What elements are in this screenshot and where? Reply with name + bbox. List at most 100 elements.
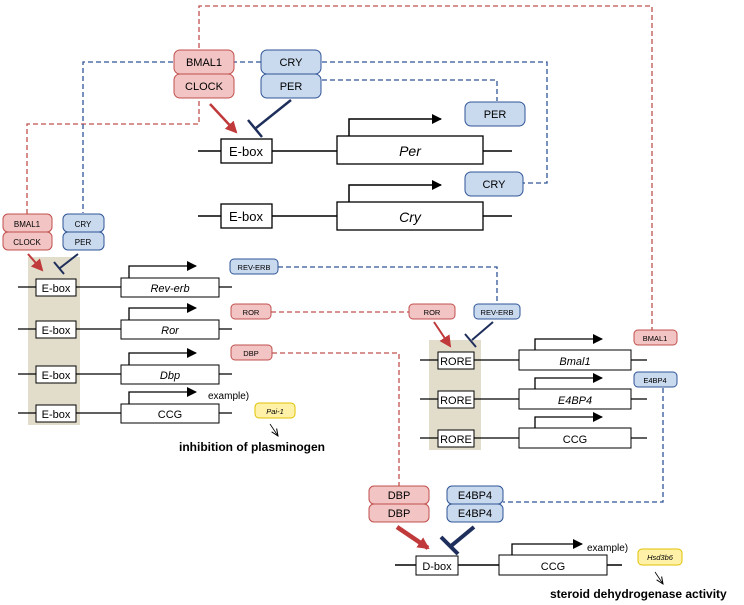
dbp-output-box: [230, 344, 273, 361]
e-box-cry: [220, 203, 273, 229]
per-box: [260, 73, 322, 99]
rev-erb-gene: [120, 277, 220, 298]
dbp-gene-label: Dbp: [160, 370, 180, 382]
cry-output-box: [464, 171, 524, 197]
rore-row1-label: RORE: [440, 356, 472, 368]
e-box-row2: [35, 320, 77, 339]
ccg-gene-right-label: CCG: [563, 434, 587, 446]
dbp-input-label-2: DBP: [388, 508, 411, 520]
rev-erb-line: [278, 266, 498, 303]
ccg-gene-right: [518, 427, 632, 449]
ror-output-label: ROR: [243, 308, 260, 317]
bmal1-output-label: BMAL1: [643, 334, 668, 343]
d-box: [415, 555, 459, 576]
clock-box: [173, 73, 235, 99]
transcription-arrow: [348, 180, 442, 202]
e4bp4-output-label: E4BP4: [643, 376, 666, 385]
rore-row3-label: RORE: [440, 434, 472, 446]
e4bp4-line: [503, 388, 664, 503]
e4bp4-gene: [518, 388, 632, 410]
left-clock-box: [2, 231, 53, 251]
ccg-gene-bottom-label: CCG: [541, 561, 565, 573]
dbp-activation-arrow: [395, 525, 430, 550]
rore-row2: [437, 390, 475, 409]
transcription-arrow: [348, 114, 442, 136]
e4bp4-input-label-1: E4BP4: [458, 490, 492, 502]
left-clock-label: CLOCK: [13, 238, 41, 247]
ror-output-box: [230, 303, 272, 320]
e4bp4-input-box-2: [446, 503, 504, 523]
rore-row1: [437, 351, 475, 370]
right-section: ROR REV-ERB RORE Bmal1 BMAL1 RORE E4BP4 …: [408, 303, 678, 450]
pai1-box: [254, 402, 296, 419]
ror-gene-label: Ror: [161, 325, 180, 337]
per-gene-label: Per: [399, 143, 422, 159]
rev-erb-output-label: REV-ERB: [238, 263, 271, 272]
dbp-output-label: DBP: [243, 349, 258, 358]
per-label: PER: [280, 81, 303, 93]
clock-label: CLOCK: [185, 81, 224, 93]
bmal1-feedback-line: [198, 5, 653, 330]
bmal1-gene: [518, 349, 632, 371]
left-bmal1-label: BMAL1: [14, 220, 41, 229]
e-box-cry-label: E-box: [229, 209, 263, 224]
left-cry-label: CRY: [75, 220, 92, 229]
left-per-box: [62, 231, 105, 251]
per-feedback-line: [322, 79, 498, 101]
rev-erb-input-label: REV-ERB: [481, 308, 514, 317]
cry-output-label: CRY: [482, 179, 506, 191]
e-box-row1-label: E-box: [42, 283, 71, 295]
e4bp4-input-label-2: E4BP4: [458, 508, 492, 520]
e-box-row2-label: E-box: [42, 325, 71, 337]
dbp-input-box-2: [368, 503, 430, 523]
e-box-per-label: E-box: [229, 144, 263, 159]
rev-erb-gene-label: Rev-erb: [150, 283, 189, 295]
e-box-row3: [35, 365, 77, 384]
rore-row3: [437, 429, 475, 448]
e-box-row4-label: E-box: [42, 409, 71, 421]
ccg-gene-bottom: [498, 554, 608, 576]
e-box-row4: [35, 404, 77, 423]
ror-input-label: ROR: [424, 308, 441, 317]
left-per-label: PER: [75, 238, 92, 247]
bmal1-output-box: [633, 329, 678, 346]
e4bp4-output-box: [633, 371, 678, 388]
d-box-label: D-box: [422, 561, 452, 573]
activation-arrow: [209, 103, 238, 134]
e-box-row1: [35, 278, 77, 297]
cry-gene: [336, 201, 484, 231]
ccg-gene-left: [120, 403, 220, 424]
hsd3b6-label: Hsd3b6: [647, 553, 674, 562]
rev-erb-input-box: [473, 303, 521, 320]
steroid-caption: steroid dehydrogenase activity: [550, 587, 727, 601]
example-label-bottom: example): [587, 543, 628, 554]
rore-row2-label: RORE: [440, 395, 472, 407]
per-gene: [336, 135, 484, 165]
per-output-label: PER: [484, 109, 507, 121]
ccg-gene-left-label: CCG: [158, 409, 182, 421]
e4bp4-gene-label: E4BP4: [558, 395, 592, 407]
ror-input-box: [408, 303, 456, 320]
bmal1-label: BMAL1: [186, 57, 222, 69]
inhibition-arrow: [255, 99, 292, 129]
bmal1-gene-label: Bmal1: [559, 356, 590, 368]
bmal1-left-line: [26, 98, 200, 214]
rev-erb-output-box: [229, 258, 279, 275]
ror-gene: [120, 319, 220, 340]
hsd3b6-box: [637, 548, 683, 566]
per-output-box: [464, 101, 526, 127]
e-box-per: [220, 138, 273, 164]
e-box-row3-label: E-box: [42, 370, 71, 382]
dbp-line: [272, 352, 400, 486]
cry-label: CRY: [279, 57, 303, 69]
bottom-section: DBP DBP E4BP4 E4BP4 D-box CCG example) H…: [368, 485, 727, 601]
plasminogen-caption: inhibition of plasminogen: [179, 440, 325, 454]
cry-feedback-line: [322, 61, 548, 184]
left-section: BMAL1 CLOCK CRY PER E-box Rev-erb REV-ER…: [2, 213, 325, 454]
top-section: BMAL1 CLOCK CRY PER E-box Per PER E-box …: [173, 49, 526, 231]
dbp-input-label-1: DBP: [388, 490, 411, 502]
cry-gene-label: Cry: [399, 209, 422, 225]
example-label-left: example): [208, 391, 249, 402]
pai1-label: Pai-1: [266, 407, 284, 416]
